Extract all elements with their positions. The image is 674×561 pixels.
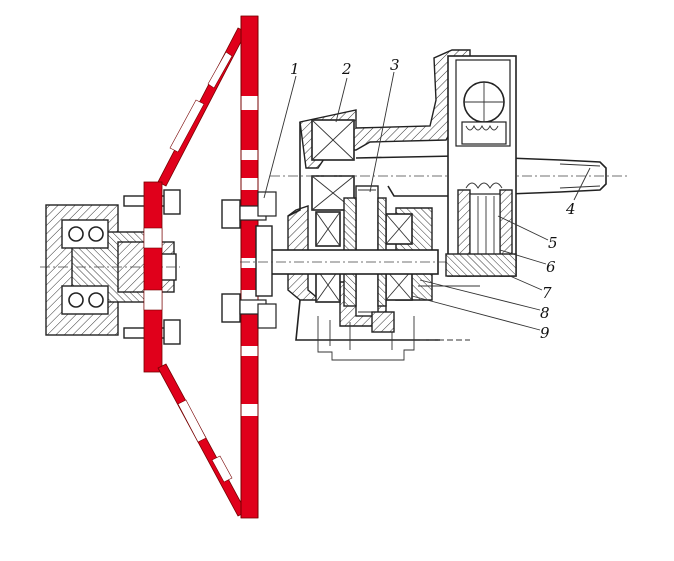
callout-1: 1 — [290, 60, 300, 78]
callout-9: 9 — [540, 324, 550, 342]
callout-4: 4 — [565, 200, 576, 218]
lower-gear-housing — [317, 285, 480, 361]
callout-3: 3 — [390, 56, 400, 74]
callout-5: 5 — [548, 234, 558, 252]
callout-8: 8 — [540, 304, 550, 322]
wheel-spokes — [143, 27, 247, 517]
rim-bolts — [221, 191, 277, 329]
callout-6: 6 — [546, 258, 556, 276]
callout-2: 2 — [341, 60, 352, 78]
callout-labels: 1 2 3 4 5 6 7 8 9 — [290, 56, 576, 342]
leader-lines — [263, 71, 591, 331]
callout-7: 7 — [542, 284, 552, 302]
right-drum-assembly — [445, 55, 517, 277]
shafts — [240, 155, 630, 297]
